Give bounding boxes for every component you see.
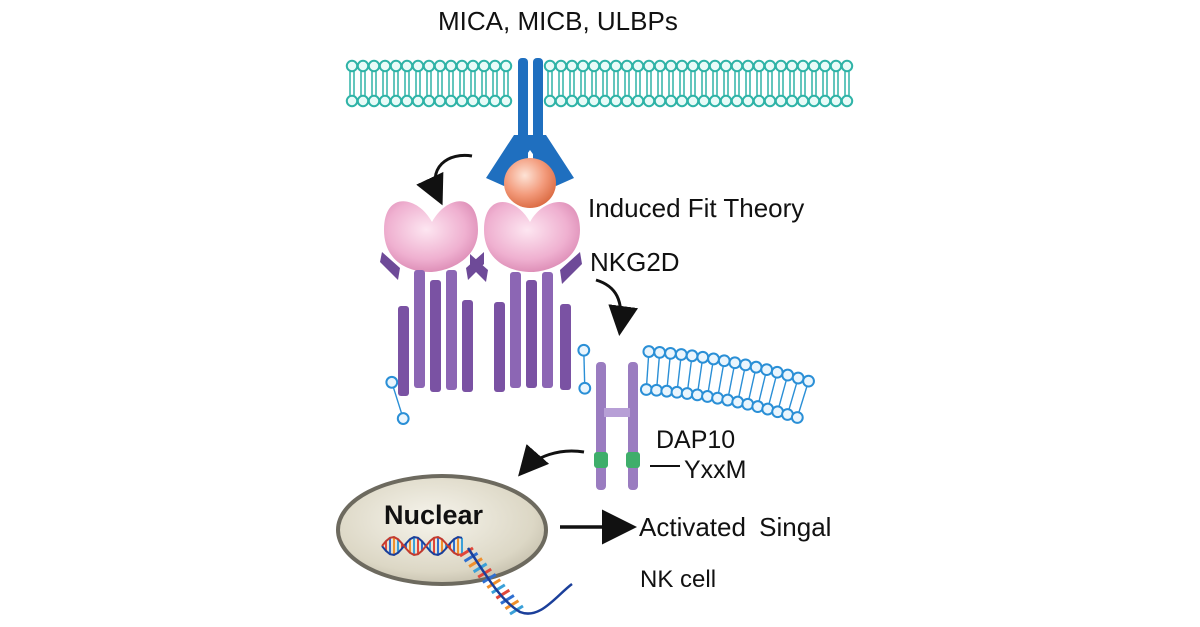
dap10-adaptor: [594, 362, 680, 490]
yxxm-motif-right: [626, 452, 640, 468]
nkg2d-label: NKG2D: [590, 247, 680, 277]
nkg2d-to-dap10-arrow: [595, 278, 639, 336]
ligand-protein: [486, 58, 574, 208]
yxxm-motif-left: [594, 452, 608, 468]
nk-cell-label: NK cell: [640, 566, 717, 593]
target-cell-membrane: [345, 59, 854, 108]
nk-cell-membrane: [385, 343, 815, 425]
yxxm-label: YxxM: [684, 456, 747, 484]
activated-signal-label: Activated Singal: [639, 512, 832, 542]
dap10-label: DAP10: [656, 426, 736, 454]
nucleus: [336, 474, 548, 586]
induced-fit-label: Induced Fit Theory: [588, 193, 805, 223]
nuclear-label: Nuclear: [384, 500, 484, 530]
induced-fit-arrow: [416, 153, 473, 206]
dna-helix: [381, 536, 573, 616]
dap10-to-nucleus-arrow: [518, 444, 585, 477]
nkg2d-receptor-right: [470, 201, 582, 392]
nkg2d-receptor-left: [380, 201, 484, 396]
ligand-binding-head: [504, 158, 556, 208]
ligands-label: MICA, MICB, ULBPs: [438, 6, 678, 36]
